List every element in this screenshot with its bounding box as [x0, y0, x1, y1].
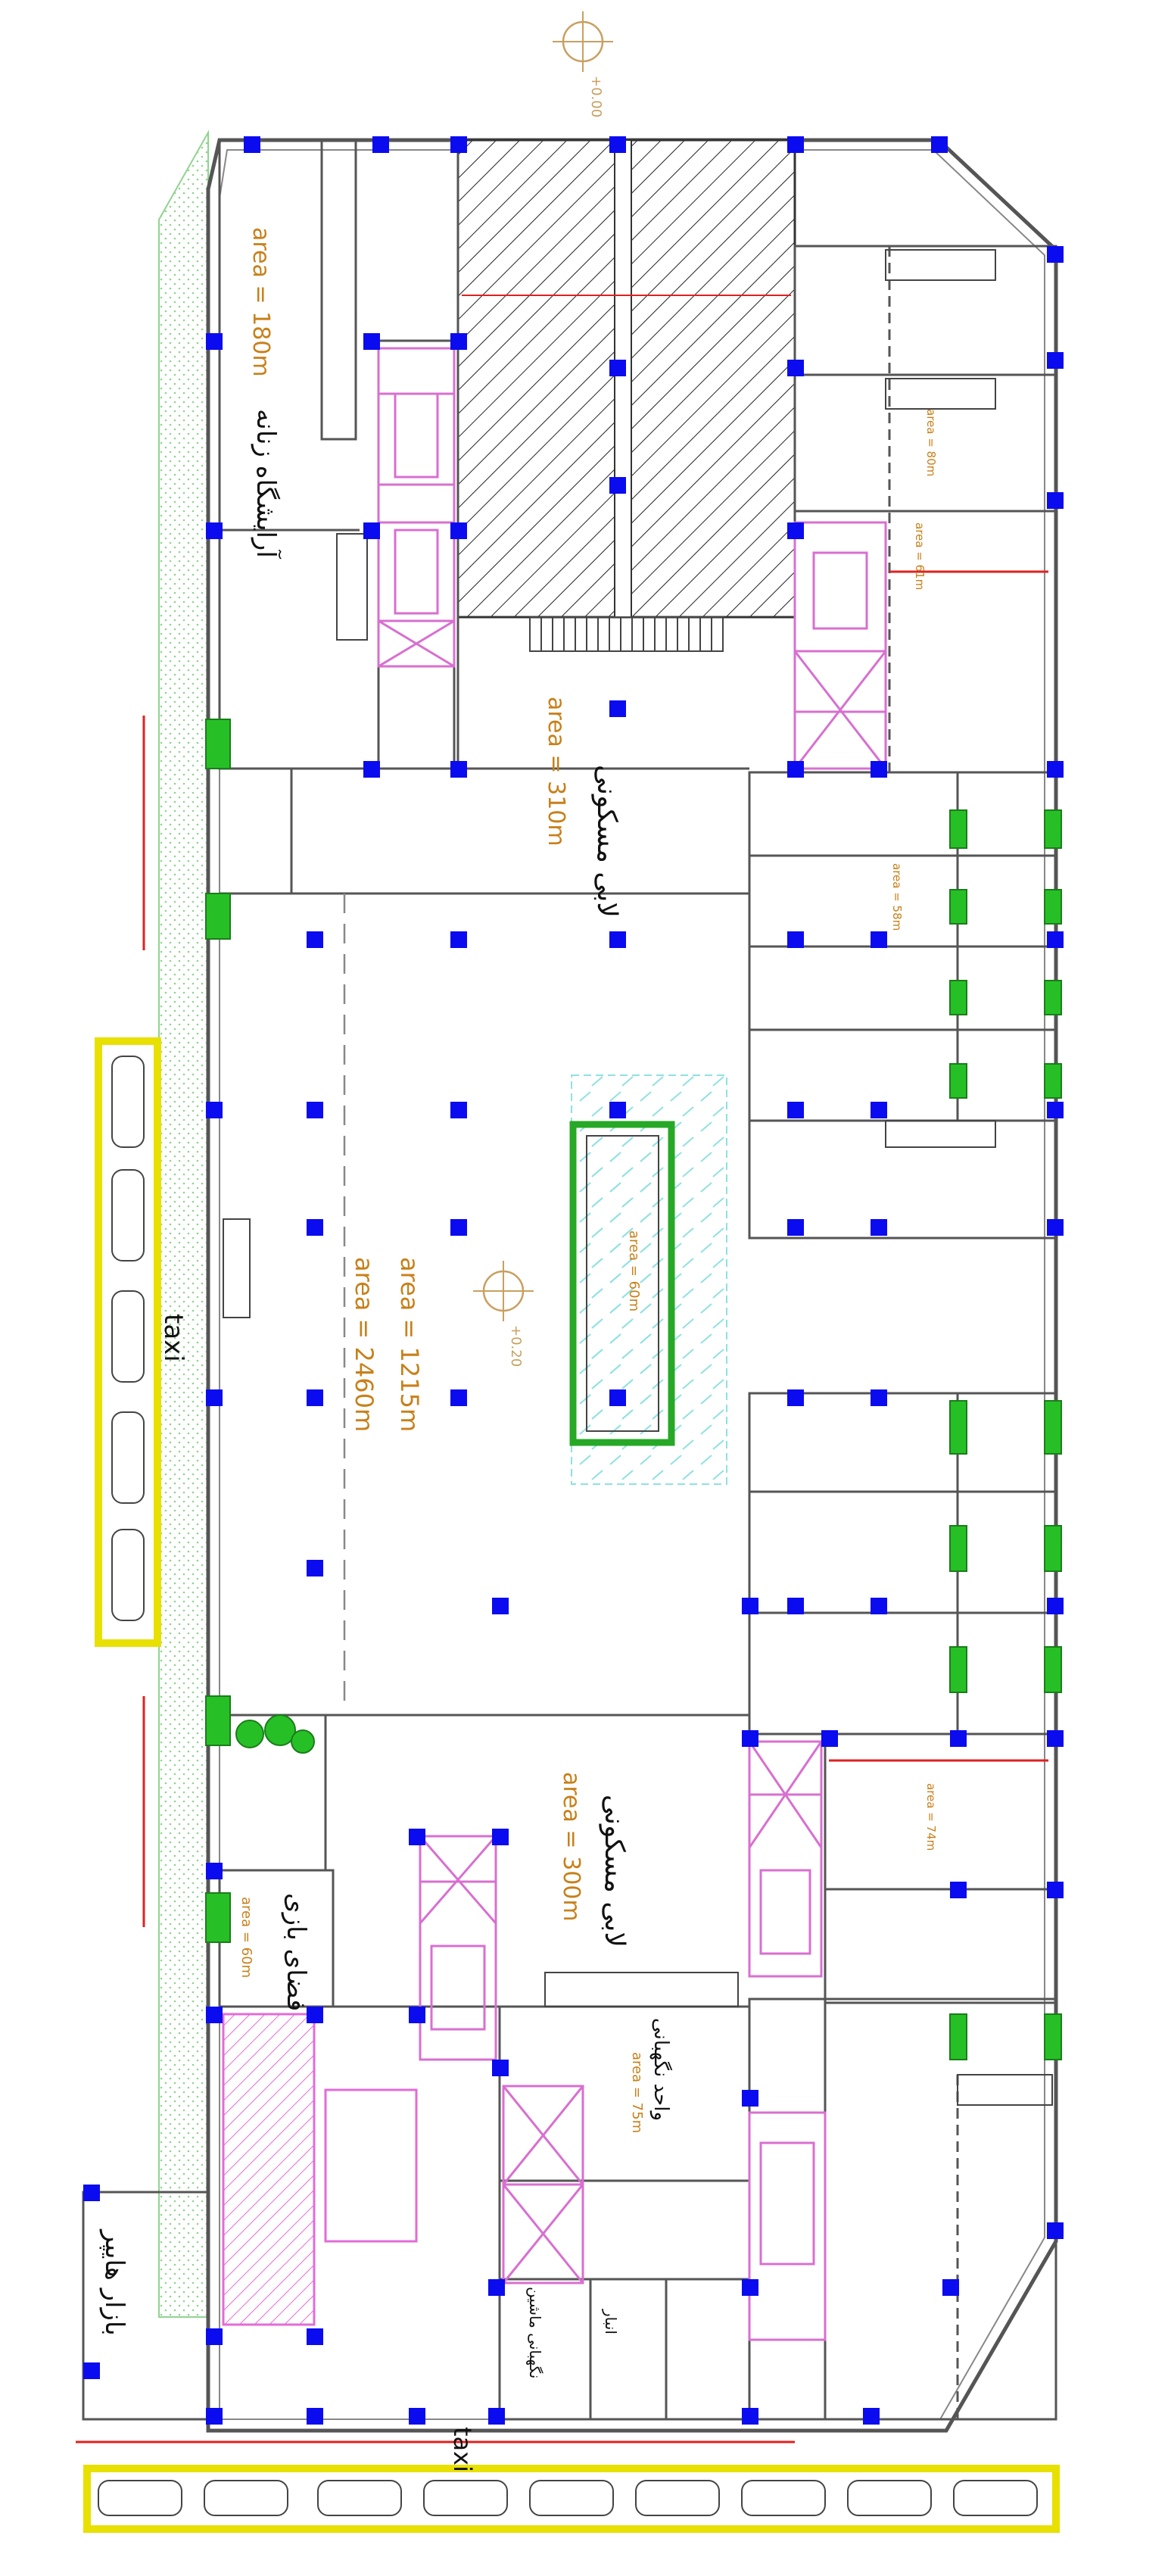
room-lobby-bottom: لابی مسکونی [599, 1795, 630, 1948]
stairs-under-roof [529, 616, 724, 652]
stair-core-bottom-middle [419, 1835, 497, 2061]
room-play: فضای بازی [281, 1893, 311, 2011]
building-outline [206, 138, 1058, 2433]
stair-core-right-lower [748, 2111, 827, 2341]
area-main-2: area = 2460m [350, 1257, 378, 1432]
stair-core-bottom-lower [502, 2085, 584, 2284]
green-planters [205, 719, 1062, 2060]
area-main-1: area = 1215m [395, 1257, 424, 1432]
taxi-stand-left: taxi [95, 1037, 188, 1647]
area-shop-80: area = 80m [924, 409, 938, 476]
taxi-label-left: taxi [158, 1314, 188, 1362]
area-lobby-bottom: area = 300m [558, 1772, 584, 1922]
taxi-stand-bottom: taxi [83, 2427, 1060, 2533]
area-shop-74: area = 74m [924, 1783, 938, 1851]
stair-core-top-right [793, 521, 887, 770]
hatch-separator [614, 139, 632, 618]
level-marker-top: +0.00 [553, 11, 613, 117]
stair-core-bottom-right [748, 1740, 823, 1978]
room-unit: واحد نگهبانی [649, 2018, 673, 2121]
sidewalk-strip [158, 129, 209, 2318]
atrium-planter-border [569, 1121, 675, 1446]
room-store: انبار [602, 2309, 620, 2334]
area-play: area = 60m [238, 1897, 254, 1978]
area-unit-75: area = 75m [629, 2052, 645, 2133]
atrium-inner [586, 1135, 659, 1432]
level-marker-center: +0.20 [473, 1261, 534, 1367]
pink-hatched-ramp [222, 2013, 316, 2326]
red-dimension-lines [76, 570, 1048, 2443]
area-atrium: area = 60m [626, 1230, 642, 1311]
stair-core-top-left [377, 347, 456, 668]
area-lobby-top: area = 310m [543, 697, 569, 847]
room-guard: نگهبانی ماشین [526, 2287, 544, 2378]
room-salon: آرایشگاه زنانه [251, 409, 282, 559]
level-top-label: +0.00 [588, 76, 604, 117]
level-center-label: +0.20 [508, 1325, 524, 1367]
area-shop-61: area = 61m [913, 522, 927, 590]
area-salon: area = 180m [248, 227, 274, 377]
grey-stairs [223, 249, 1053, 2106]
taxi-label-bottom: taxi [448, 2427, 477, 2472]
pink-stair-block [324, 2088, 418, 2243]
area-shop-58: area = 58m [890, 863, 904, 931]
columns [83, 136, 1064, 2425]
room-lobby-top: لابی مسکونی [591, 765, 622, 918]
room-market: بازار هایپر [99, 2228, 129, 2336]
